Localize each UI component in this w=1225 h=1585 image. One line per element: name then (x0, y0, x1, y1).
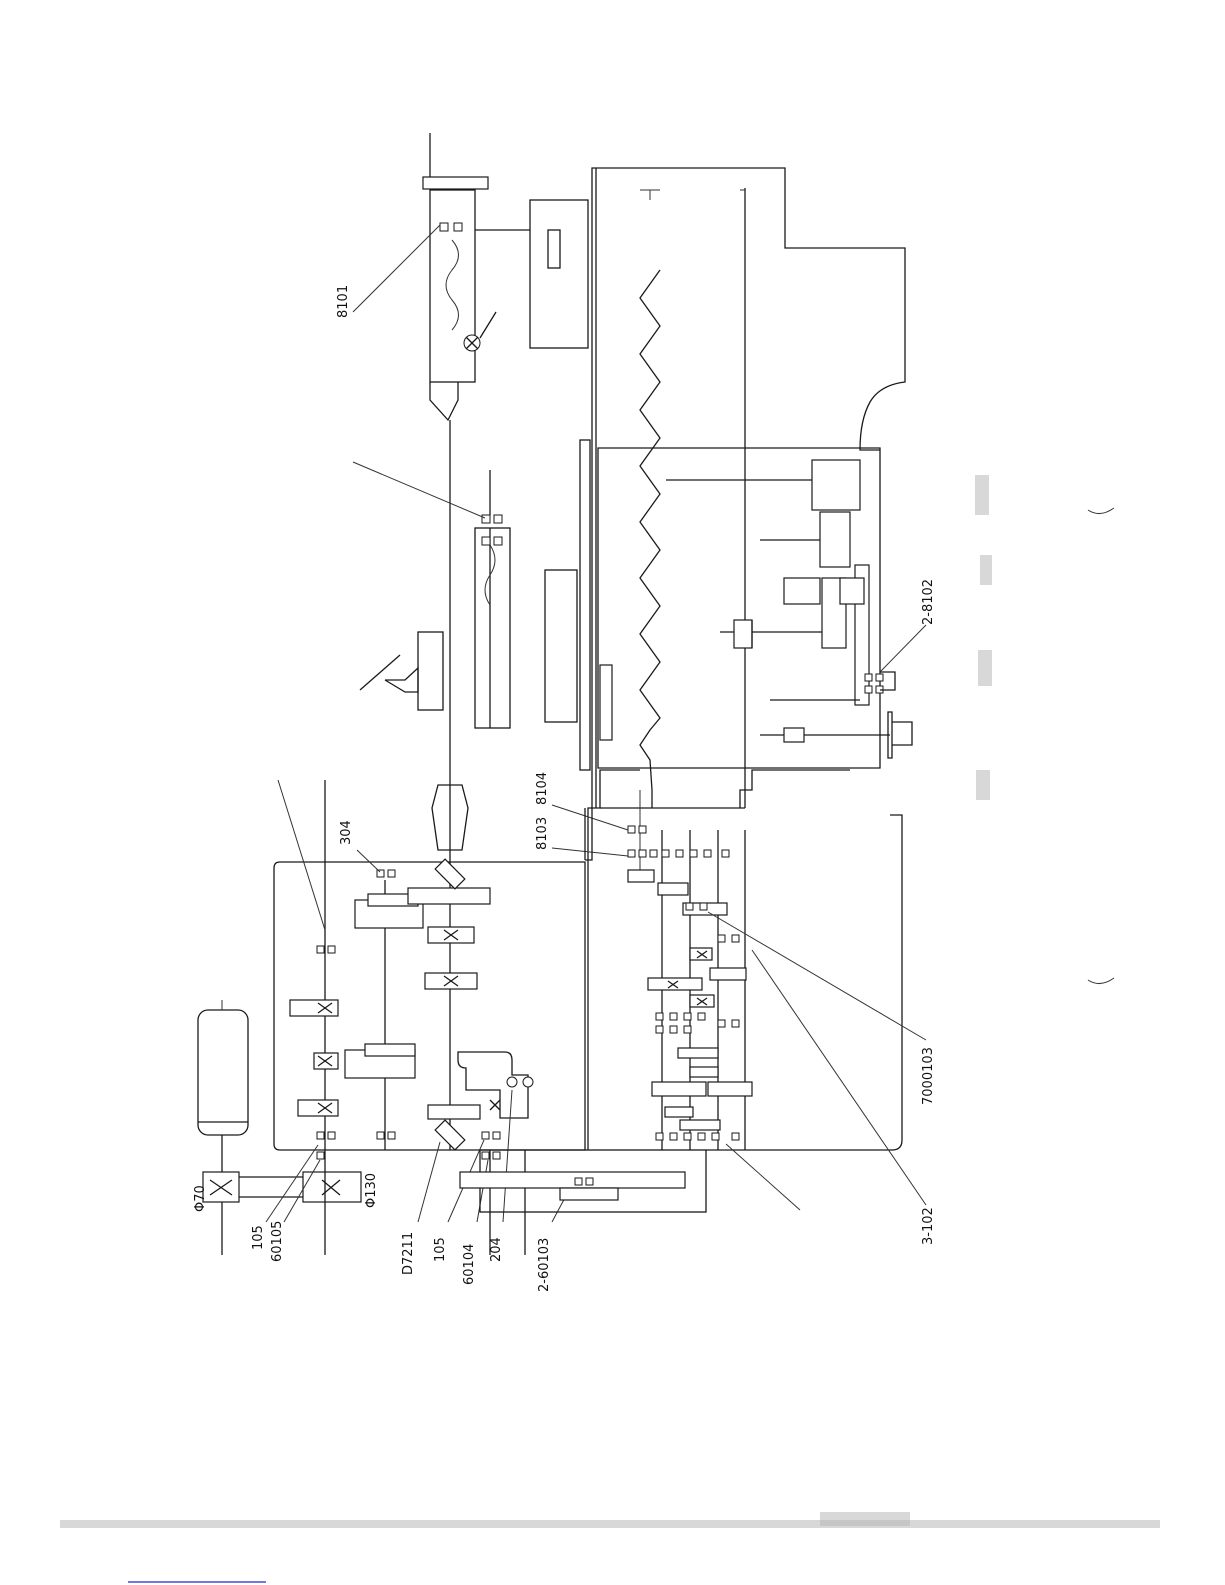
gear-cluster-shaft-1 (290, 1000, 338, 1116)
gear-cluster-spindle (408, 859, 490, 1150)
scan-smudges (60, 475, 1160, 1528)
label-105-b: 105 (433, 1237, 448, 1262)
label-8103: 8103 (535, 817, 550, 850)
label-8104: 8104 (535, 772, 550, 805)
lathe-bed (585, 168, 905, 860)
label-group-apron: 2-8102 (880, 579, 936, 672)
label-204: 204 (489, 1237, 504, 1262)
gear-cluster-middle (345, 894, 423, 1078)
label-phi70: Φ70 (193, 1185, 208, 1212)
label-2-60103: 2-60103 (537, 1238, 552, 1292)
tailstock (423, 133, 588, 450)
belt (239, 1177, 303, 1197)
apron-mechanism (666, 460, 912, 758)
label-phi130: Φ130 (364, 1173, 379, 1208)
label-304: 304 (339, 820, 354, 845)
pulley-phi70 (203, 1172, 239, 1202)
cross-slide (475, 470, 577, 728)
label-2-8102: 2-8102 (921, 579, 936, 625)
label-8101: 8101 (336, 285, 351, 318)
label-105-a: 105 (251, 1225, 266, 1250)
label-d7211: D7211 (401, 1232, 416, 1275)
pulley-phi130 (303, 1172, 361, 1202)
motor (198, 1000, 248, 1135)
tool-post (360, 632, 443, 710)
label-3-102: 3-102 (921, 1207, 936, 1245)
label-60104: 60104 (462, 1244, 477, 1285)
label-60105: 60105 (270, 1221, 285, 1262)
label-group-tailstock: 8101 (336, 225, 485, 518)
label-7000103: 7000103 (921, 1047, 936, 1105)
lead-screw (640, 270, 660, 808)
